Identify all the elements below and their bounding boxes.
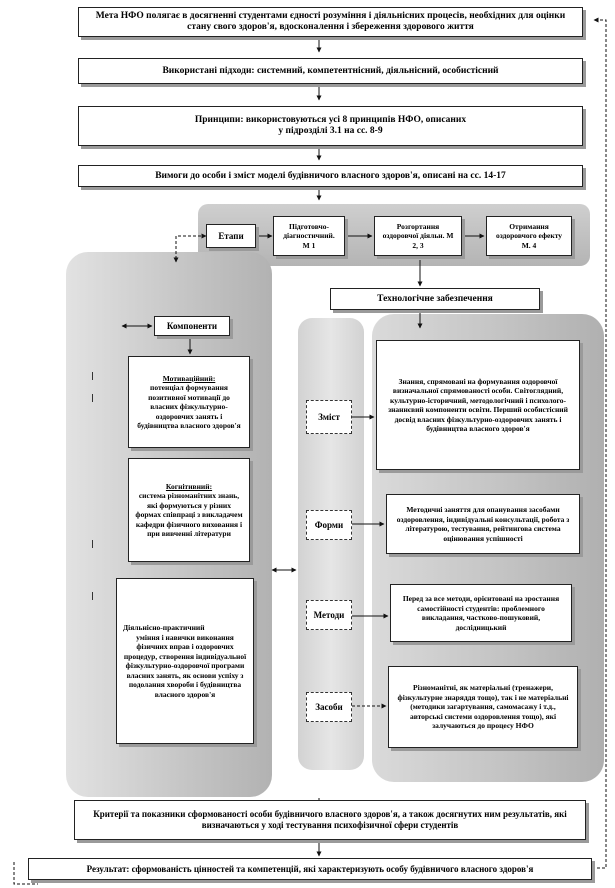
- stage-1-box: Підготовчо-діагностичний. М 1: [273, 216, 345, 256]
- stage-3-text: Отримання оздоровчого ефекту М. 4: [495, 221, 563, 250]
- means-label: Засоби: [315, 701, 343, 712]
- content-label-box: Зміст: [306, 400, 352, 434]
- stage-2-text: Розгортання оздоровчої діяльн. М 2, 3: [382, 221, 454, 250]
- goal-box: Мета НФО полягає в досягненні студентами…: [78, 7, 583, 37]
- stage-3-box: Отримання оздоровчого ефекту М. 4: [486, 216, 572, 256]
- forms-text: Методичні заняття для опанування засобам…: [396, 505, 570, 543]
- requirements-text: Вимоги до особи і зміст моделі будівничо…: [155, 170, 506, 181]
- approaches-text: Використані підходи: системний, компетен…: [162, 65, 499, 76]
- methods-text: Перед за все методи, орієнтовані на зрос…: [402, 594, 560, 632]
- approaches-box: Використані підходи: системний, компетен…: [78, 58, 583, 84]
- means-text: Різноманітні, як матеріальні (тренажери,…: [397, 683, 569, 731]
- forms-text-box: Методичні заняття для опанування засобам…: [386, 494, 580, 554]
- stage-1-text: Підготовчо-діагностичний. М 1: [283, 221, 335, 250]
- activity-box: Діяльнісно-практичний уміння і навички в…: [116, 578, 254, 744]
- motivational-box: Мотиваційний: потенціал формування позит…: [128, 356, 250, 448]
- cognitive-box: Когнітивний: система різноманітних знань…: [128, 458, 250, 562]
- criteria-text: Критерії та показники сформованості особ…: [93, 809, 567, 830]
- cognitive-title: Когнітивний:: [165, 481, 213, 491]
- forms-label-box: Форми: [306, 510, 352, 540]
- forms-label: Форми: [314, 519, 344, 530]
- result-text: Результат: сформованість цінностей та ко…: [86, 863, 534, 874]
- stages-label-box: Етапи: [206, 224, 256, 248]
- principles-box: Принципи: використовуються усі 8 принцип…: [78, 106, 583, 146]
- stage-2-box: Розгортання оздоровчої діяльн. М 2, 3: [374, 216, 462, 256]
- tech-support-box: Технологічне забезпечення: [330, 288, 540, 310]
- principles-line-1: Принципи: використовуються усі 8 принцип…: [194, 115, 467, 125]
- components-label-box: Компоненти: [154, 316, 230, 336]
- content-text-box: Знання, спрямовані на формування оздоров…: [376, 340, 580, 470]
- motivational-title: Мотиваційний:: [162, 373, 216, 383]
- activity-title: Діяльнісно-практичний: [123, 623, 205, 632]
- content-label: Зміст: [318, 411, 340, 422]
- tech-support-text: Технологічне забезпечення: [377, 293, 493, 304]
- result-box: Результат: сформованість цінностей та ко…: [28, 858, 592, 880]
- means-text-box: Різноманітні, як матеріальні (тренажери,…: [388, 666, 578, 748]
- tick-mark: [92, 592, 93, 600]
- criteria-box: Критерії та показники сформованості особ…: [74, 800, 586, 840]
- tick-mark: [92, 540, 93, 548]
- principles-line-2: у підрозділі 3.1 на сс. 8-9: [278, 126, 383, 136]
- methods-text-box: Перед за все методи, орієнтовані на зрос…: [390, 584, 572, 642]
- requirements-box: Вимоги до особи і зміст моделі будівничо…: [78, 165, 583, 187]
- means-label-box: Засоби: [306, 692, 352, 722]
- stages-label: Етапи: [218, 230, 244, 241]
- tick-mark: [92, 372, 93, 380]
- motivational-body: потенціал формування позитивної мотиваці…: [137, 383, 241, 430]
- components-label: Компоненти: [166, 320, 218, 331]
- methods-label-box: Методи: [306, 600, 352, 630]
- content-text: Знання, спрямовані на формування оздоров…: [388, 376, 568, 434]
- cognitive-body: система різноманітних знань, які формуют…: [135, 491, 243, 538]
- tick-mark: [92, 394, 93, 402]
- activity-body: уміння і навички виконання фізичних впра…: [123, 632, 247, 699]
- goal-text: Мета НФО полягає в досягненні студентами…: [95, 11, 566, 32]
- methods-label: Методи: [313, 609, 345, 620]
